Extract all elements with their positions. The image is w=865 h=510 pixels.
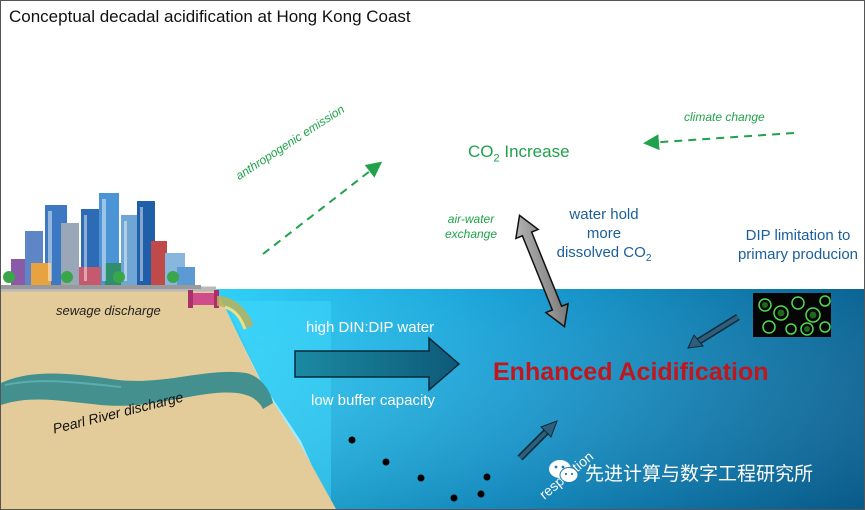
- dip-limitation-arrow: [687, 314, 740, 349]
- high-din-dip-label: high DIN:DIP water: [306, 319, 435, 336]
- diagram-title: Conceptual decadal acidification at Hong…: [9, 7, 411, 26]
- nutrient-flow-arrow: [294, 336, 461, 392]
- co2-increase-label: CO2 Increase: [468, 142, 570, 165]
- air-water-exchange-label: air-water exchange: [444, 212, 498, 241]
- watermark-text: 先进计算与数字工程研究所: [585, 463, 814, 485]
- climate-change-label: climate change: [684, 110, 765, 124]
- city-skyline: [1, 193, 201, 289]
- phytoplankton-image: [753, 293, 831, 337]
- wechat-logo-icon: [549, 460, 579, 483]
- organic-particles: [348, 436, 491, 502]
- low-buffer-capacity-label: low buffer capacity: [311, 392, 435, 409]
- pearl-river: [1, 371, 273, 409]
- dip-limitation-label: DIP limitation to primary producion: [737, 227, 859, 263]
- anthropogenic-emission-arrow: [262, 161, 383, 255]
- water-hold-co2-label: water hold more dissolved CO2: [556, 206, 652, 264]
- sewage-pipe: [188, 290, 254, 330]
- enhanced-acidification-label: Enhanced Acidification: [493, 358, 769, 386]
- sewage-discharge-label: sewage discharge: [56, 303, 161, 318]
- respiration-arrow: [517, 420, 558, 461]
- air-water-double-arrow: [514, 214, 570, 328]
- climate-change-arrow: [643, 132, 795, 151]
